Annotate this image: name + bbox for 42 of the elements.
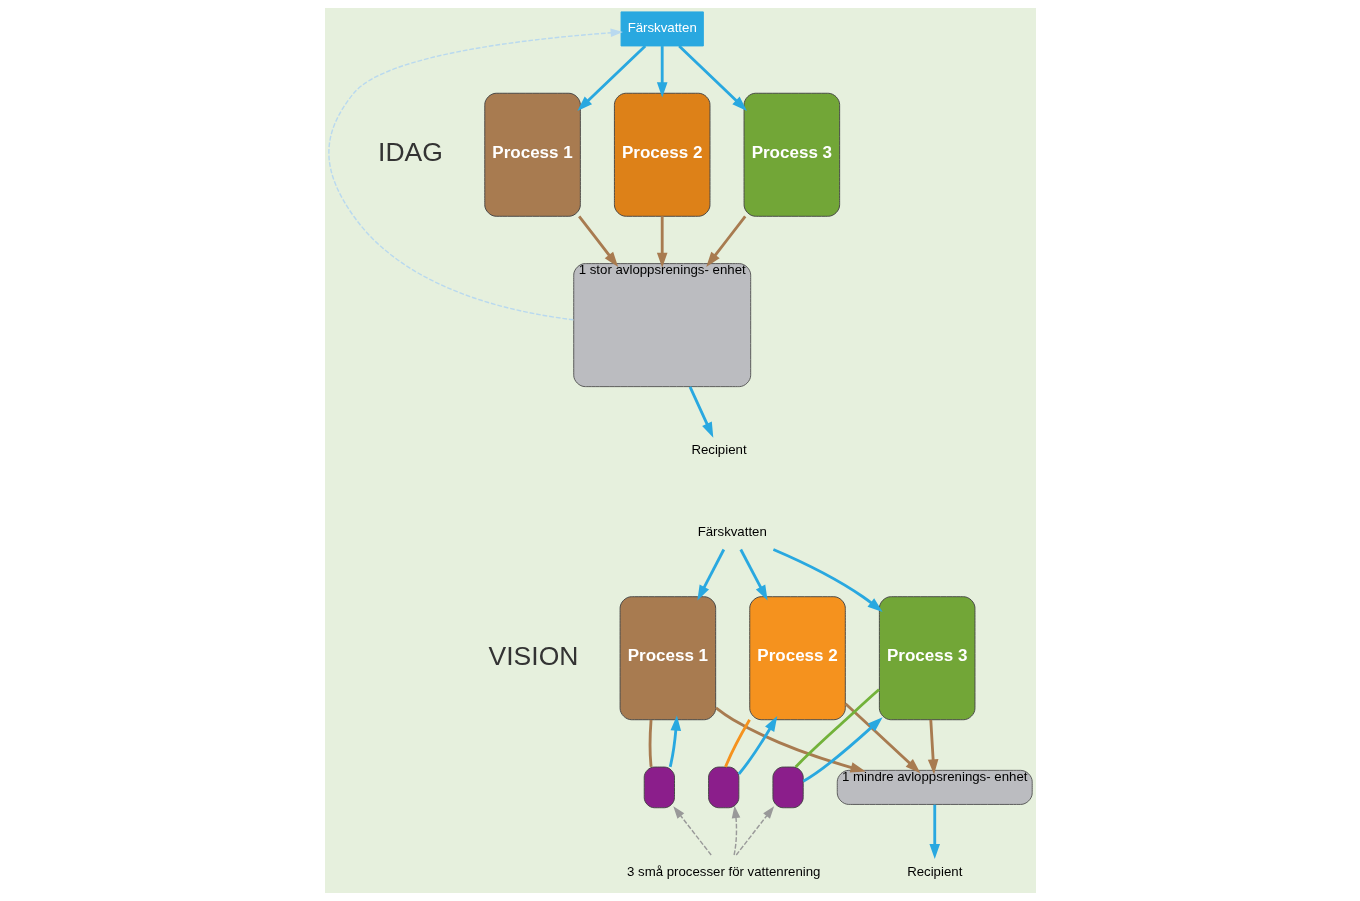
node-text: Recipient	[690, 442, 747, 458]
node-box: 1 stor avloppsrenings- enhet	[572, 263, 751, 388]
arrow	[677, 45, 747, 111]
arrow	[668, 715, 681, 768]
node-box	[771, 766, 804, 809]
arrow	[844, 702, 920, 774]
node-text: 3 små processer för vattenrening	[626, 863, 820, 879]
node-text: Färskvatten	[697, 523, 767, 539]
arrow	[577, 215, 618, 267]
arrow	[688, 386, 713, 438]
arrow	[576, 45, 646, 111]
node-box: Process 2	[613, 92, 710, 217]
arrow	[772, 548, 883, 613]
node-box: Process 1	[483, 92, 581, 217]
node-box	[643, 766, 675, 809]
node-box: Process 3	[878, 596, 975, 721]
node-text: Recipient	[906, 863, 962, 879]
arrow	[714, 706, 866, 773]
connector	[794, 688, 880, 769]
arrow	[739, 548, 768, 601]
node-box: Färskvatten	[620, 11, 704, 47]
arrow	[927, 719, 938, 775]
arrow	[705, 215, 746, 267]
arrow	[696, 548, 725, 601]
connector	[723, 719, 751, 768]
node-box	[707, 766, 739, 809]
label: VISION	[488, 640, 578, 671]
node-box: Process 2	[748, 596, 846, 721]
arrow	[327, 28, 623, 321]
connector	[648, 719, 653, 768]
node-box: 1 mindre avloppsrenings- enhet	[836, 769, 1033, 805]
arrow	[656, 46, 667, 98]
arrow	[802, 717, 883, 783]
arrow	[735, 806, 774, 856]
node-box: Process 3	[743, 92, 840, 217]
arrow	[928, 804, 940, 860]
arrow	[672, 806, 712, 856]
arrow	[731, 805, 740, 856]
node-box: Process 1	[619, 596, 716, 721]
arrow	[737, 716, 777, 775]
label: IDAG	[377, 137, 443, 168]
arrow	[656, 216, 667, 268]
